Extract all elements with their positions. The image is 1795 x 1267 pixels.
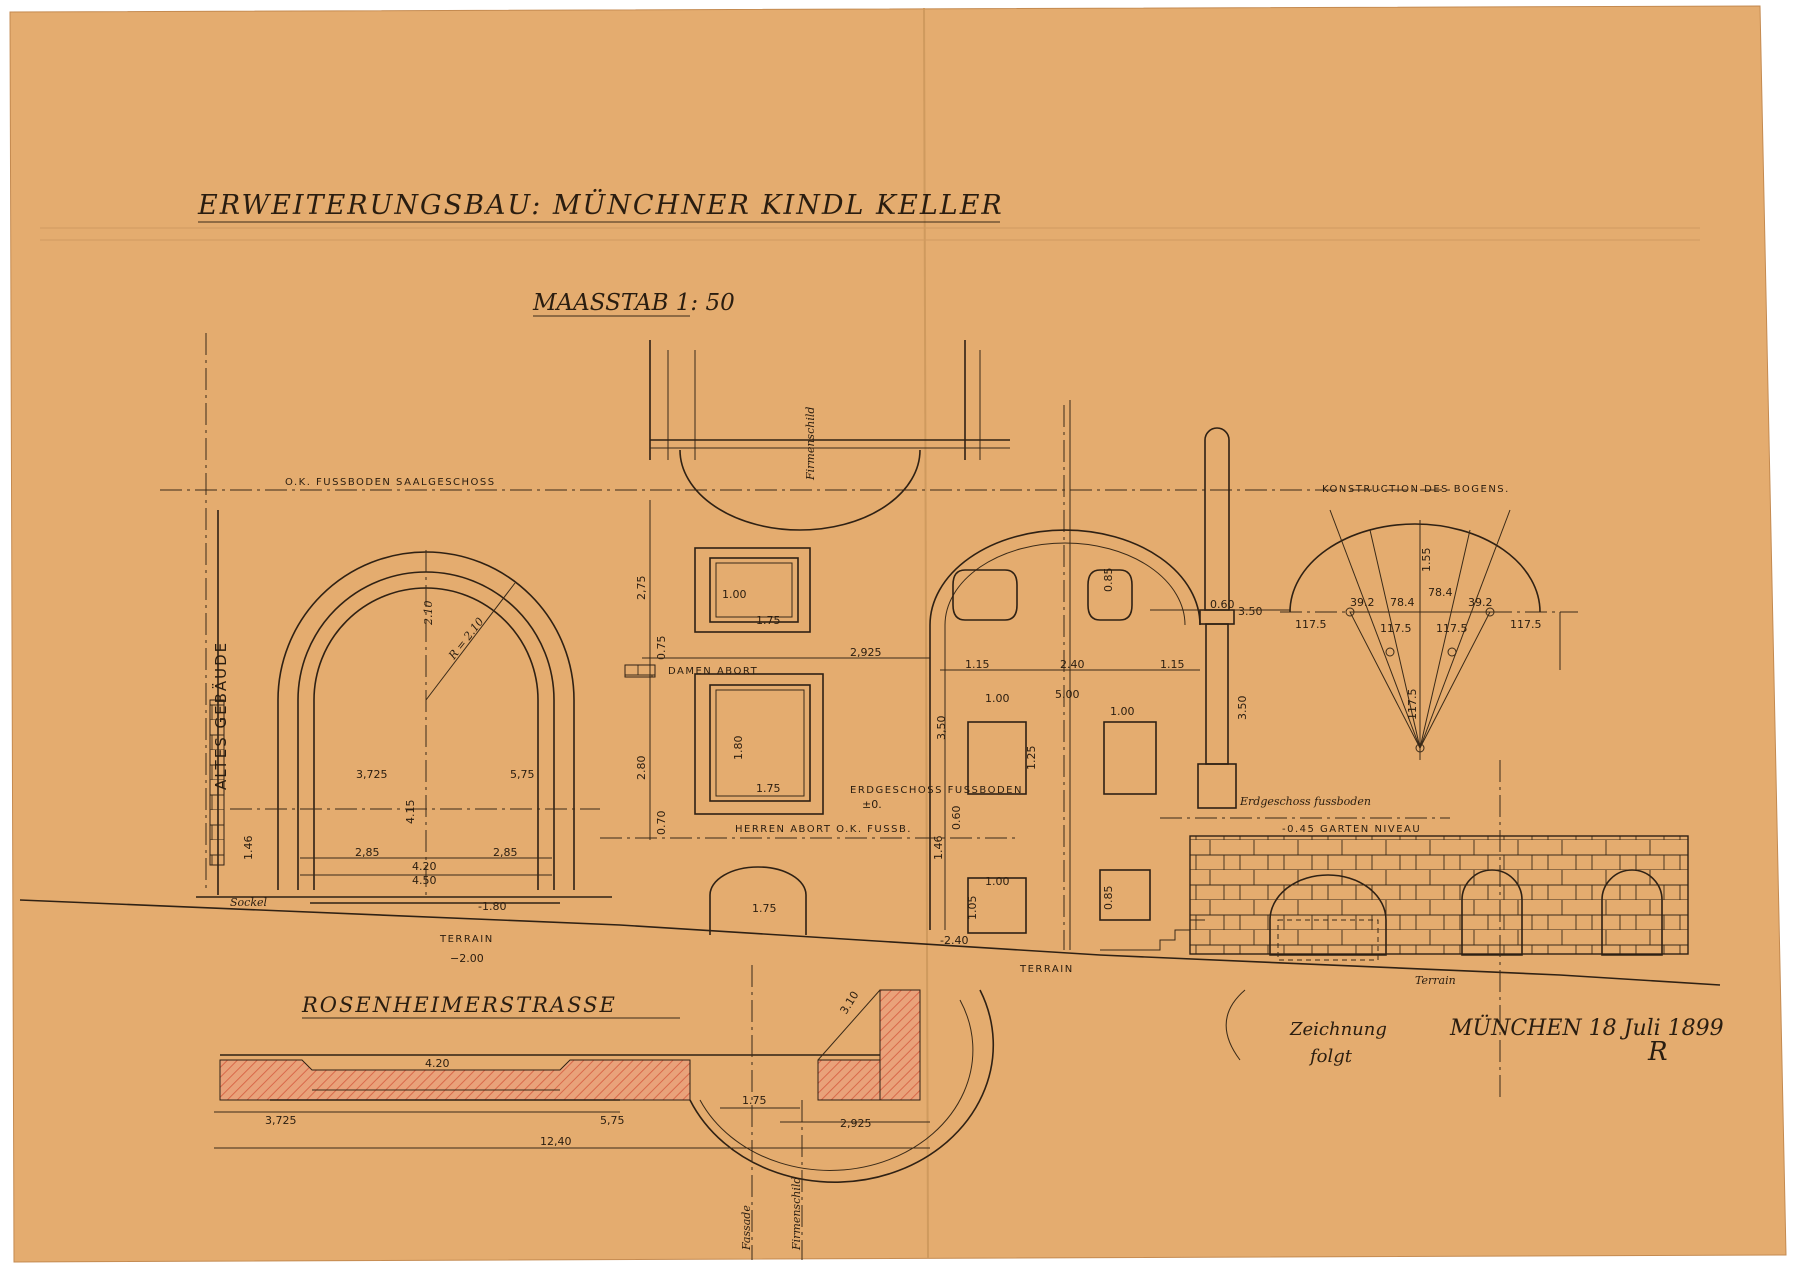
label-saalgeschoss: O.K. FUSSBODEN SAALGESCHOSS [285, 477, 496, 488]
dim-180b: 1.80 [732, 736, 745, 761]
dim-146b: 1.46 [932, 836, 945, 861]
arch-construction [1280, 509, 1578, 760]
dim-240: 2.40 [1060, 658, 1085, 671]
label-herren-abort: HERREN ABORT O.K. FUSSB. [735, 824, 912, 835]
label-terrain-2: TERRAIN [1019, 964, 1074, 975]
dim-350: 3,50 [935, 716, 948, 741]
cellar-opening [709, 866, 807, 935]
dim-arc-1175e: 117.5 [1406, 689, 1419, 721]
street-label: ROSENHEIMERSTRASSE [301, 993, 617, 1017]
dim-180: -1.80 [478, 900, 506, 913]
dim-575: 5,75 [510, 768, 535, 781]
dim-plan-175: 1.75 [742, 1094, 767, 1107]
upper-window [694, 547, 811, 633]
garden-wall [1189, 835, 1689, 961]
dim-280: 2.80 [635, 756, 648, 781]
note-line-2: folgt [1308, 1046, 1353, 1067]
dim-100d: 1.00 [985, 875, 1010, 888]
dim-arc-155: 1.55 [1420, 548, 1433, 573]
dim-arc-392b: 39.2 [1468, 596, 1493, 609]
dim-3725: 3,725 [356, 768, 388, 781]
dim-075: 0.75 [655, 636, 668, 661]
dim-350b: 3.50 [1238, 605, 1263, 618]
dim-plan-420: 4.20 [425, 1057, 450, 1070]
terrain-line [19, 899, 1721, 986]
dim-arc-392a: 39.2 [1350, 596, 1375, 609]
dim-100c: 1.00 [1110, 705, 1135, 718]
dim-minus-200: −2.00 [450, 952, 484, 965]
dim-2925: 2,925 [850, 646, 882, 659]
label-erdgeschoss-fussboden-2: Erdgeschoss fussboden [1239, 795, 1371, 808]
dim-plan-3725: 3,725 [265, 1114, 297, 1127]
old-building-label: ALTES GEBÄUDE [211, 641, 230, 790]
label-fassade: Fassade [740, 1205, 753, 1251]
dim-085b: 0.85 [1102, 886, 1115, 911]
svg-text:±0.: ±0. [862, 798, 882, 811]
label-konstruktion: KONSTRUCTION DES BOGENS. [1322, 484, 1510, 495]
dim-175c: 1.75 [752, 902, 777, 915]
dim-085: 0.85 [1102, 568, 1115, 593]
label-firmenschild-2: Firmenschild [790, 1177, 803, 1251]
dim-arc-1175c: 117.5 [1436, 622, 1468, 635]
gate-arch [929, 529, 1201, 934]
dim-arc-1175b: 117.5 [1380, 622, 1412, 635]
dim-275: 2,75 [635, 576, 648, 601]
dim-175a: 1.75 [756, 614, 781, 627]
dim-420: 4.20 [412, 860, 437, 873]
dim-arc-1175d: 117.5 [1510, 618, 1542, 631]
paper-fold [923, 7, 929, 1259]
label-gartenniveau: -0.45 GARTEN NIVEAU [1282, 824, 1421, 835]
label-damen-abort: DAMEN ABORT [668, 666, 758, 677]
note-line-1: Zeichnung [1289, 1019, 1387, 1040]
dim-060b: 0.60 [950, 806, 963, 831]
signature: R [1647, 1037, 1668, 1067]
dim-115a: 1.15 [965, 658, 990, 671]
large-arch [196, 550, 612, 904]
dim-arc-784b: 78.4 [1428, 586, 1453, 599]
dim-070: 0.70 [655, 811, 668, 836]
dim-plan-1240: 12,40 [540, 1135, 572, 1148]
label-terrain-1: TERRAIN [439, 934, 494, 945]
label-terrain-3: Terrain [1415, 974, 1456, 987]
dim-arc-784a: 78.4 [1390, 596, 1415, 609]
label-erdgeschoss-fussboden: ERDGESCHOSS FUSSBODEN [850, 785, 1023, 796]
label-sockel: Sockel [230, 896, 267, 909]
dim-146: 1.46 [242, 836, 255, 861]
dim-arc-1175a: 117.5 [1295, 618, 1327, 631]
dim-plan-575: 5,75 [600, 1114, 625, 1127]
dim-minus-240: -2.40 [940, 934, 968, 947]
dim-115b: 1.15 [1160, 658, 1185, 671]
dim-285a: 2,85 [355, 846, 380, 859]
dim-100b: 1.00 [985, 692, 1010, 705]
dim-415: 4.15 [404, 800, 417, 825]
dim-arch-rise: 2.10 [422, 601, 435, 627]
dim-285b: 2,85 [493, 846, 518, 859]
scale-label: MAASSTAB 1: 50 [532, 290, 735, 316]
dim-450: 4.50 [412, 874, 437, 887]
dim-100: 1.00 [722, 588, 747, 601]
dim-175b: 1.75 [756, 782, 781, 795]
dim-060: 0.60 [1210, 598, 1235, 611]
dim-105: 1.05 [966, 896, 979, 921]
dim-125: 1.25 [1025, 746, 1038, 771]
dim-plan-2925: 2,925 [840, 1117, 872, 1130]
date-label: MÜNCHEN 18 Juli 1899 [1449, 1014, 1724, 1041]
lower-window [694, 673, 824, 815]
label-firmenschild: Firmenschild [804, 407, 817, 481]
dim-350c: 3.50 [1236, 696, 1249, 721]
dim-500: 5.00 [1055, 688, 1080, 701]
drawing-title: ERWEITERUNGSBAU: MÜNCHNER KINDL KELLER [197, 187, 1004, 221]
